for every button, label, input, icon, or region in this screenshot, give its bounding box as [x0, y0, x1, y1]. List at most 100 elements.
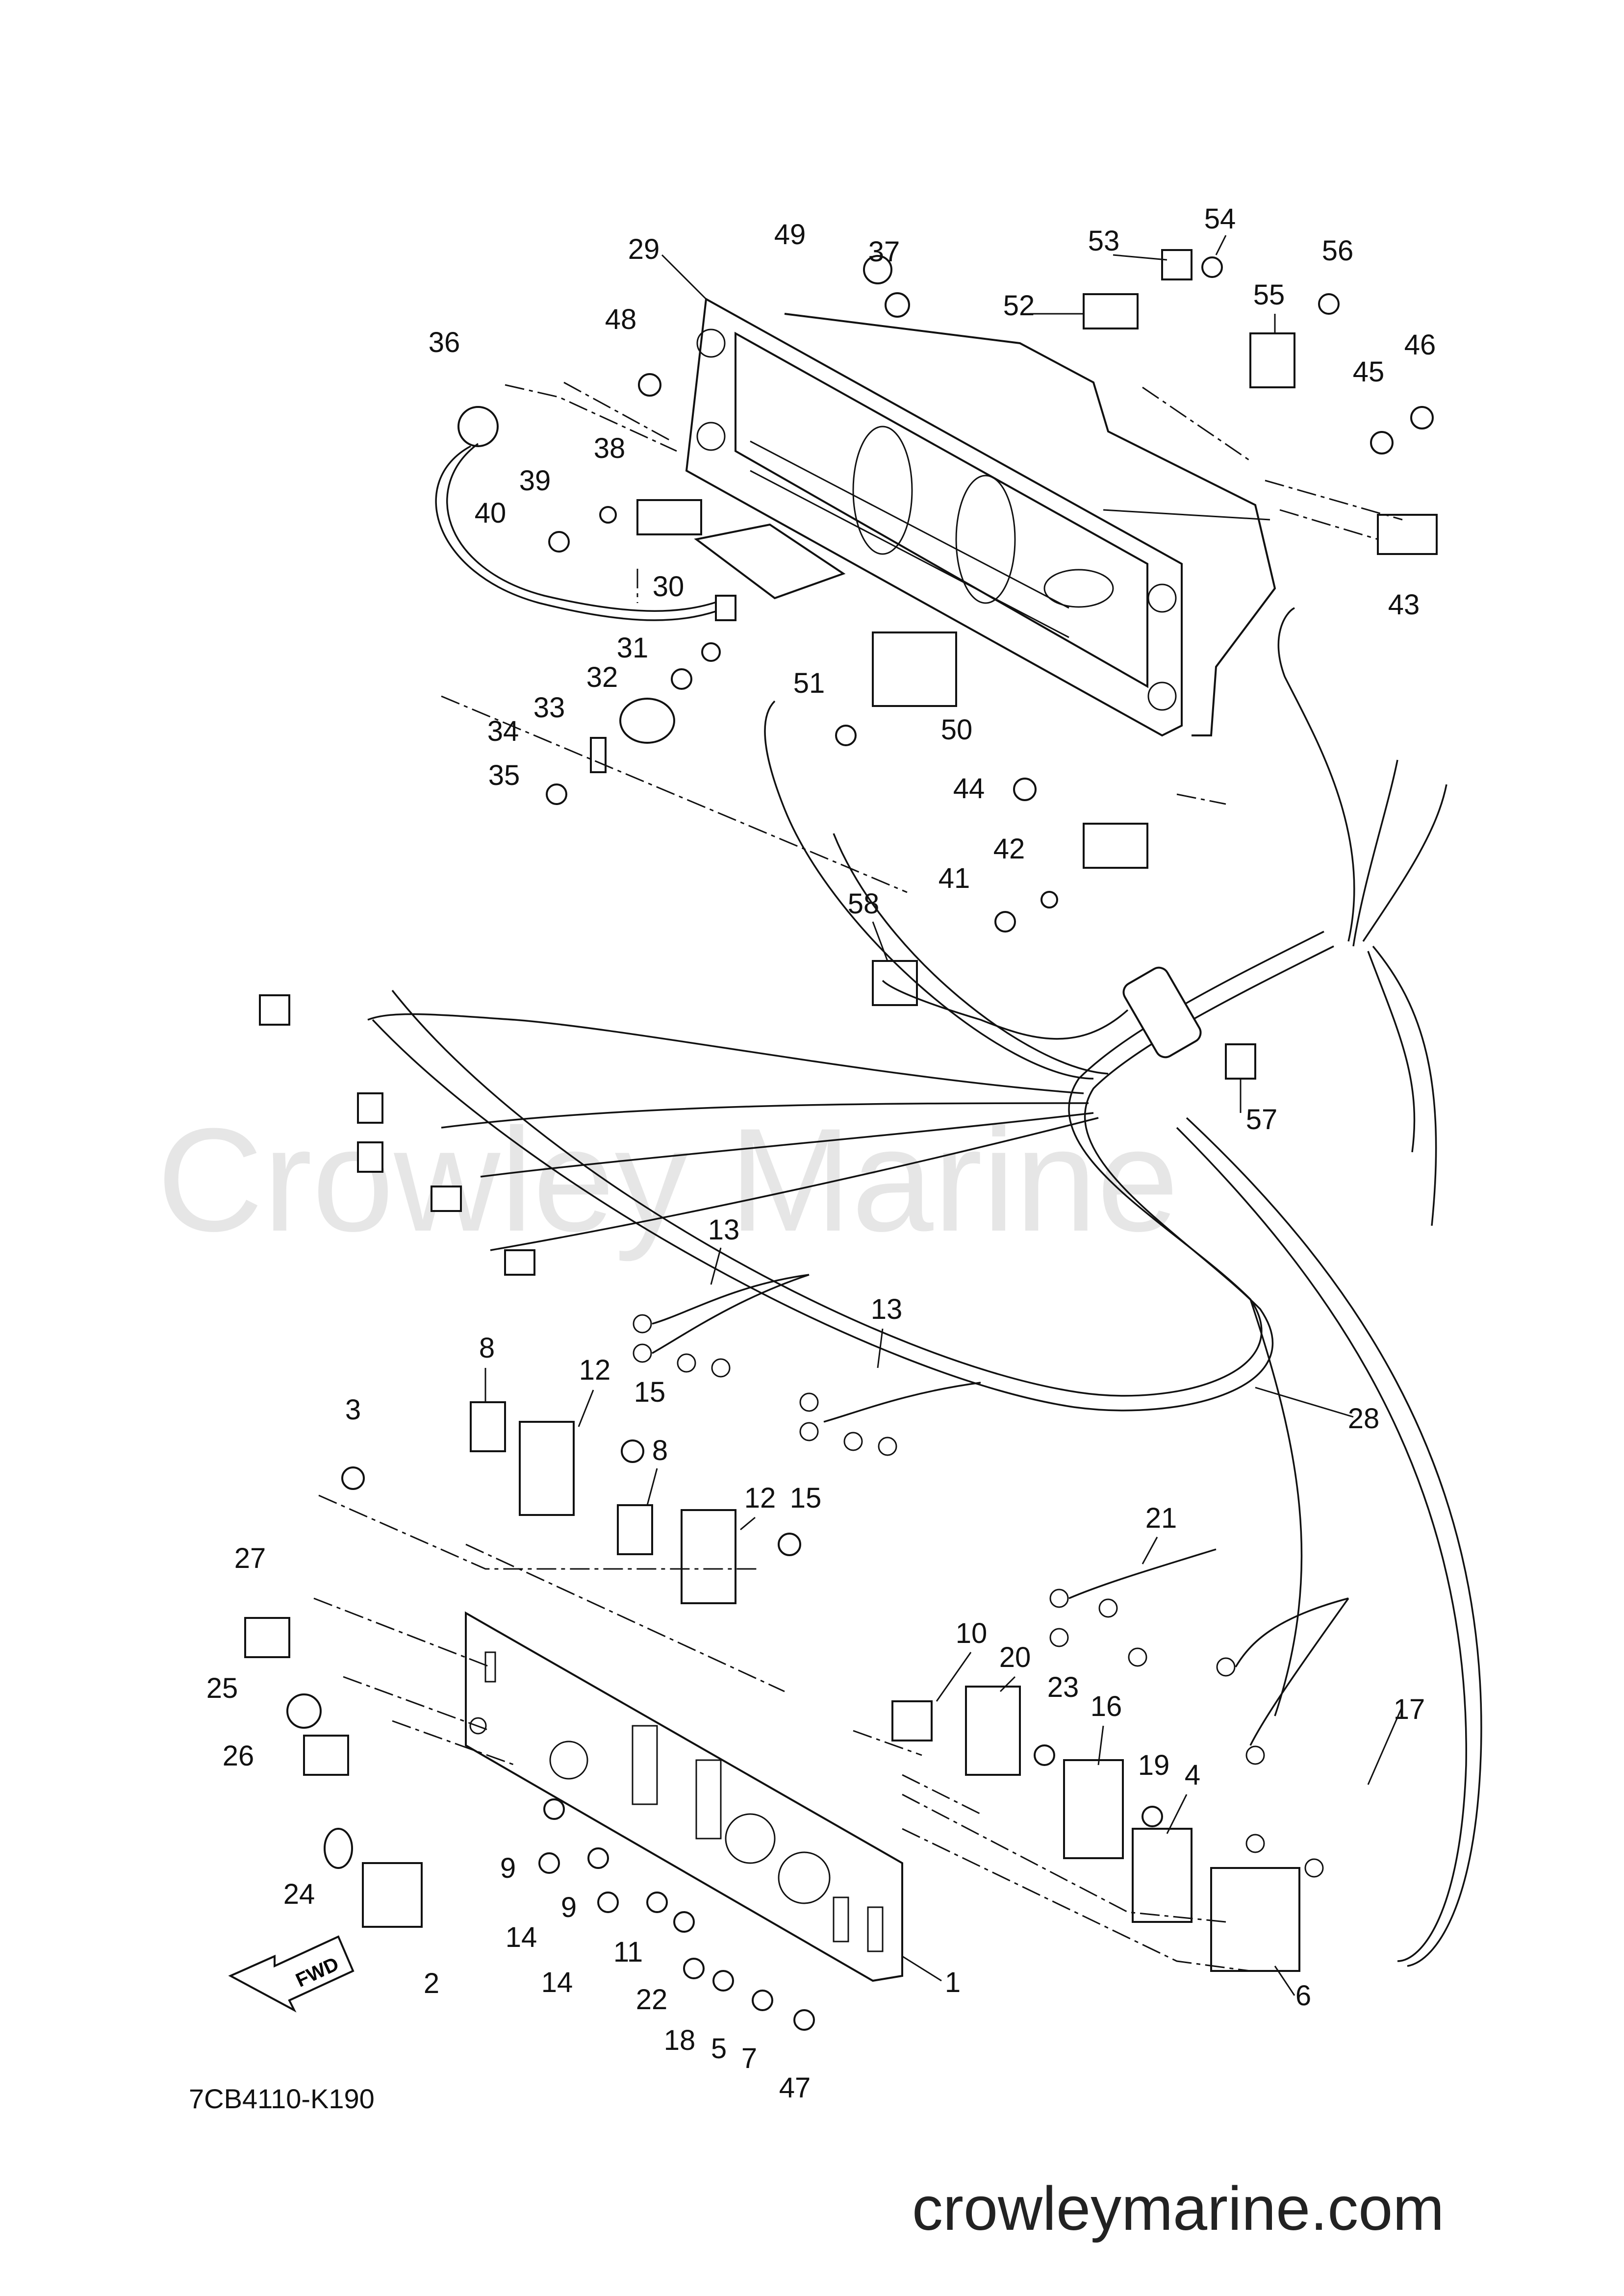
label-part-46: 46	[1404, 329, 1436, 361]
label-part-29: 29	[628, 233, 660, 265]
label-part-5: 5	[711, 2033, 727, 2065]
harness-plug-b	[357, 1092, 383, 1124]
label-part-10: 10	[956, 1617, 988, 1649]
label-part-24: 24	[283, 1878, 315, 1910]
label-part-19: 19	[1138, 1749, 1170, 1781]
part-44-bolt	[1013, 778, 1037, 801]
label-part-2: 2	[424, 1968, 439, 1999]
part-40-screw	[548, 531, 570, 553]
label-part-8b: 8	[652, 1435, 668, 1466]
part-2-switch	[362, 1862, 423, 1928]
label-part-17: 17	[1394, 1693, 1425, 1725]
part-45-washer	[1370, 431, 1394, 454]
label-part-12b: 12	[744, 1482, 776, 1514]
part-58-connector	[872, 960, 918, 1006]
harness-plug-e	[504, 1249, 535, 1276]
part-13-wire-group-lower	[799, 1382, 981, 1456]
part-labels: 1 2 3 4 5 6 7 8 8 9 9 10 11 12 12 13 13 …	[206, 203, 1436, 2104]
part-8-circuit-breaker-b	[617, 1504, 653, 1555]
label-part-41: 41	[939, 862, 970, 894]
part-13-wire-group-upper	[633, 1274, 810, 1378]
label-part-51: 51	[793, 667, 825, 699]
part-54-screw	[1201, 256, 1223, 278]
label-part-14a: 14	[506, 1921, 537, 1953]
part-8-circuit-breaker-a	[470, 1401, 506, 1452]
part-12-outlet-a	[519, 1421, 575, 1516]
part-19-nut	[1142, 1806, 1163, 1827]
label-part-37: 37	[868, 236, 900, 268]
label-part-43: 43	[1388, 589, 1420, 621]
label-part-52: 52	[1003, 290, 1035, 322]
part-55-holder	[1249, 332, 1295, 388]
fwd-label: FWD	[293, 1953, 342, 1991]
harness-plug-a	[259, 994, 290, 1026]
label-part-42: 42	[993, 833, 1025, 865]
part-47-screw	[793, 2009, 815, 2031]
label-part-7: 7	[741, 2043, 757, 2074]
part-15-nut-a	[621, 1439, 644, 1463]
label-part-53: 53	[1088, 225, 1120, 257]
part-30-clip	[715, 595, 736, 621]
part-9-screw-b	[587, 1847, 609, 1869]
part-28-wire-harness	[367, 607, 1482, 1967]
part-46-nut	[1410, 406, 1434, 429]
part-32-screw	[671, 668, 692, 690]
part-35-screw	[546, 783, 567, 805]
part-34-plate	[590, 737, 607, 773]
label-part-20: 20	[999, 1641, 1031, 1673]
harness-plug-c	[357, 1141, 383, 1173]
part-48-screw	[638, 373, 661, 397]
label-part-49: 49	[774, 219, 806, 251]
part-6-double-breaker	[1210, 1867, 1300, 1972]
part-51-screw	[835, 725, 857, 746]
part-26-rocker-switch	[303, 1735, 349, 1776]
part-14-screw-b	[597, 1892, 619, 1913]
part-1-switch-panel	[465, 1611, 903, 1982]
part-24-pilot-lamp	[324, 1828, 353, 1869]
label-part-30: 30	[653, 571, 685, 603]
part-3-grommet	[341, 1466, 365, 1490]
label-part-45: 45	[1353, 356, 1385, 388]
label-part-13a: 13	[708, 1214, 740, 1246]
part-52-switch	[1083, 293, 1139, 329]
part-12-outlet-b	[681, 1509, 736, 1604]
label-part-28: 28	[1348, 1403, 1380, 1435]
part-14-screw-a	[538, 1852, 560, 1874]
label-part-14b: 14	[541, 1967, 573, 1998]
part-18-screw	[683, 1958, 705, 1979]
label-part-55: 55	[1253, 279, 1285, 311]
forward-arrow-icon: FWD	[228, 1935, 355, 2013]
part-21-wire-group	[1049, 1548, 1217, 1667]
site-url: crowleymarine.com	[912, 2174, 1444, 2243]
label-part-15b: 15	[790, 1482, 822, 1514]
part-38-cover	[636, 499, 702, 535]
label-part-50: 50	[941, 714, 973, 746]
part-42-washer	[1040, 891, 1058, 908]
part-15-nut-b	[778, 1533, 801, 1556]
label-part-16: 16	[1091, 1690, 1122, 1722]
label-part-54: 54	[1204, 203, 1236, 235]
label-part-36: 36	[429, 327, 460, 358]
assembly-reference-lines	[313, 381, 1403, 1972]
part-11-screw	[646, 1892, 668, 1913]
part-4-circuit-breaker	[1132, 1828, 1193, 1923]
harness-grommet	[1122, 966, 1202, 1059]
part-31-washer	[701, 642, 721, 662]
part-36-gauge-sender	[435, 406, 726, 621]
label-part-33: 33	[533, 692, 565, 724]
label-part-23: 23	[1047, 1671, 1079, 1703]
part-57-connector	[1225, 1043, 1256, 1080]
part-7-screw	[752, 1990, 773, 2011]
label-part-9b: 9	[561, 1892, 577, 1923]
label-part-56: 56	[1322, 235, 1354, 267]
label-part-18: 18	[664, 2024, 696, 2056]
part-9-screw-a	[543, 1798, 565, 1820]
label-part-21: 21	[1145, 1502, 1177, 1534]
label-part-47: 47	[779, 2072, 811, 2104]
label-part-48: 48	[605, 303, 637, 335]
harness-plug-d	[431, 1186, 462, 1212]
label-part-13b: 13	[871, 1293, 903, 1325]
part-53-bracket	[1161, 249, 1193, 280]
control-box-housing	[750, 313, 1276, 736]
